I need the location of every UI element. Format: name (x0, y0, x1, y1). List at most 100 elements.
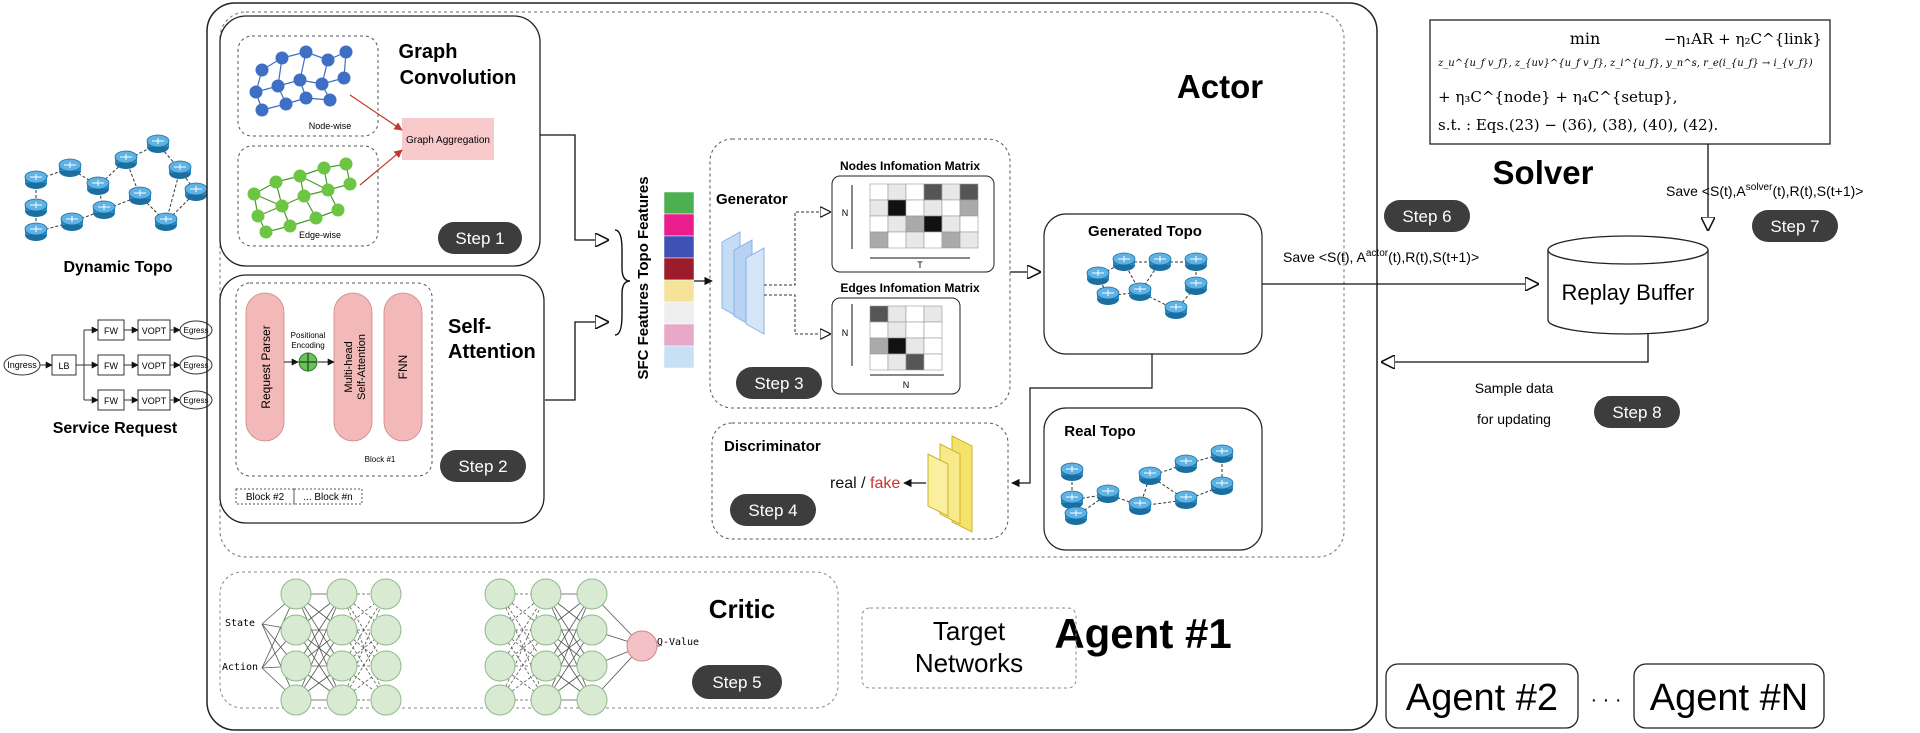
critic-neuron (326, 650, 358, 682)
edges-matrix-cell (923, 321, 943, 339)
agent-2-label: Agent #2 (1406, 677, 1558, 719)
feature-bar (663, 213, 695, 237)
nodes-matrix-cell (869, 183, 889, 201)
dynamic-topo-router (24, 198, 48, 218)
service-request-label: Service Request (53, 420, 178, 437)
critic-neuron (576, 614, 608, 646)
solver-save-text: Save <S(t),Asolver(t),R(t),S(t+1)> (1666, 182, 1863, 199)
sfc-fw-label: FW (104, 361, 118, 371)
sfc-egress (179, 320, 213, 340)
edges-matrix-n-bottom: N (903, 380, 910, 390)
sfc-egress-label: Egress (184, 326, 209, 335)
step-8-badge: Step 8 (1594, 396, 1680, 428)
positional-encoding-icon (298, 352, 318, 372)
self-attention-title-1: Self- (448, 316, 491, 338)
node-wise-node (275, 51, 289, 65)
sfc-lb-label: LB (58, 361, 69, 371)
node-wise-node (339, 45, 353, 59)
real-topo-title: Real Topo (1064, 423, 1135, 440)
edge-wise-node (283, 219, 297, 233)
edges-matrix-cell (905, 337, 925, 355)
solver-constraints: s.t. : Eqs.(23) − (36), (38), (40), (42)… (1438, 116, 1718, 134)
sfc-vopt-label: VOPT (142, 326, 167, 336)
edge-wise-node (317, 161, 331, 175)
nodes-matrix-cell (959, 215, 979, 233)
edges-matrix-cell (869, 321, 889, 339)
nodes-matrix-cell (923, 183, 943, 201)
nodes-matrix-cell (905, 231, 925, 249)
graph-aggregation-label: Graph Aggregation (406, 135, 490, 146)
dynamic-topo-figure (24, 134, 208, 242)
critic-box (219, 571, 839, 709)
critic-neuron (280, 650, 312, 682)
critic-neuron (370, 578, 402, 610)
actor-save-prefix: Save <S(t), A (1283, 249, 1367, 265)
solver-min: min (1570, 29, 1601, 48)
solver-title: Solver (1493, 154, 1594, 191)
node-wise-node (271, 79, 285, 93)
critic-connection (341, 629, 387, 701)
agents-ellipsis: · · · (1590, 689, 1621, 711)
nodes-matrix-cell (959, 199, 979, 217)
node-wise-node (315, 77, 329, 91)
node-wise-node (337, 71, 351, 85)
replay-buffer-cylinder (1547, 235, 1709, 335)
edge-wise-graph (247, 157, 357, 239)
critic-connection (341, 593, 387, 701)
block1-label: Block #1 (365, 455, 396, 464)
critic-neuron (576, 684, 608, 716)
edge-wise-node (321, 183, 335, 197)
solver-variables: z_u^{u_f v_f}, z_{uv}^{u_f v_f}, z_i^{u_… (1437, 58, 1813, 69)
sfc-egress (179, 355, 213, 375)
target-networks-line-2: Networks (915, 648, 1023, 678)
agent-container (206, 2, 1378, 731)
edge-wise-node (331, 203, 345, 217)
dynamic-topo-router (24, 222, 48, 242)
blockn-panel (293, 488, 363, 505)
step-1-label: Step 1 (455, 229, 504, 248)
dynamic-topo-router (146, 134, 170, 154)
request-parser-box (245, 292, 285, 442)
feature-bar (663, 345, 695, 369)
edge-wise-node (343, 177, 357, 191)
node-wise-node (255, 103, 269, 117)
critic-neuron (576, 650, 608, 682)
node-wise-node (323, 93, 337, 107)
sfc-fw-label: FW (104, 326, 118, 336)
nodes-matrix-cell (923, 215, 943, 233)
block2-label: Block #2 (246, 492, 285, 503)
real-topo-router (1096, 484, 1120, 504)
dynamic-topo-router (24, 170, 48, 190)
solver-save-sup: solver (1746, 182, 1773, 193)
nodes-matrix-cell (869, 215, 889, 233)
ffn-label: FNN (396, 355, 410, 380)
nodes-matrix-cell (887, 231, 907, 249)
dynamic-topo-router (184, 182, 208, 202)
nodes-matrix-cell (905, 199, 925, 217)
nodes-matrix-cell (905, 183, 925, 201)
step-2-label: Step 2 (458, 457, 507, 476)
step-5-badge: Step 5 (692, 665, 782, 699)
edge-wise-node (259, 225, 273, 239)
positional-encoding-label-1: Positional (291, 331, 326, 340)
generated-topo-router (1184, 252, 1208, 272)
node-wise-node (299, 91, 313, 105)
edges-matrix-cell (887, 353, 907, 371)
critic-neuron (484, 578, 516, 610)
features-label: SFC Features Topo Features (635, 176, 652, 379)
feature-bar (663, 257, 695, 281)
critic-connection (499, 593, 547, 701)
critic-connection (545, 593, 593, 701)
critic-connection (499, 629, 547, 701)
critic-neuron (326, 578, 358, 610)
generated-topo-router (1096, 286, 1120, 306)
edges-matrix-cell (887, 337, 907, 355)
edges-matrix-cell (887, 305, 907, 323)
feature-bar (663, 301, 695, 325)
solver-save-prefix: Save <S(t),A (1666, 183, 1746, 199)
critic-neuron (530, 614, 562, 646)
feature-bar (663, 235, 695, 259)
critic-neuron (370, 614, 402, 646)
edge-wise-node (247, 187, 261, 201)
